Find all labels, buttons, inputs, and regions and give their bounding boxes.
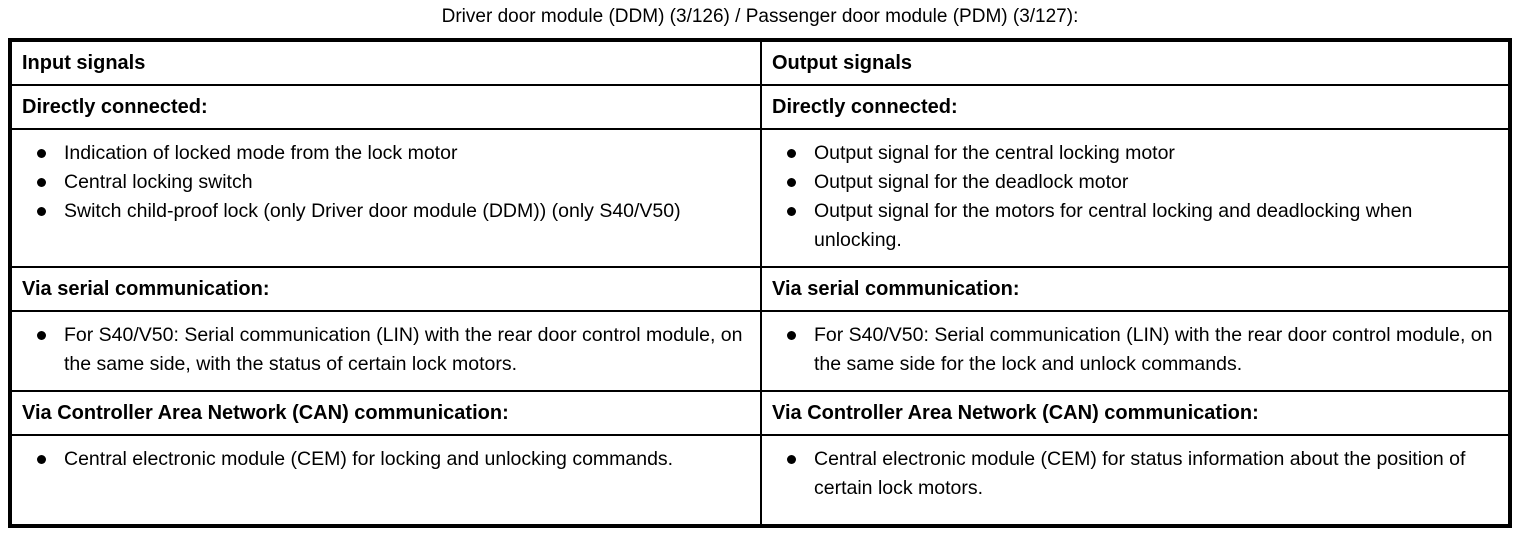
signals-table: Input signals Output signals Directly co… xyxy=(8,38,1512,528)
section-heading-row-serial: Via serial communication: Via serial com… xyxy=(12,268,1508,312)
bullet-icon xyxy=(37,178,46,187)
list-item-label: Output signal for the central locking mo… xyxy=(814,142,1175,164)
table-header-cell-output: Output signals xyxy=(760,42,1508,84)
list-item-label: For S40/V50: Serial communication (LIN) … xyxy=(64,324,743,375)
list-item: For S40/V50: Serial communication (LIN) … xyxy=(12,321,748,379)
bullet-icon xyxy=(787,149,796,158)
list-item-label: Central locking switch xyxy=(64,171,253,193)
list-item: For S40/V50: Serial communication (LIN) … xyxy=(762,321,1496,379)
section-content-cell-right-can: Central electronic module (CEM) for stat… xyxy=(760,436,1508,524)
section-content-row-directly-connected: Indication of locked mode from the lock … xyxy=(12,130,1508,268)
bullet-icon xyxy=(37,455,46,464)
list-item: Central locking switch xyxy=(12,168,748,197)
list-item: Central electronic module (CEM) for stat… xyxy=(762,445,1496,503)
bullet-list-right-serial: For S40/V50: Serial communication (LIN) … xyxy=(762,312,1508,390)
section-heading-cell-right-directly-connected: Directly connected: xyxy=(760,86,1508,128)
bullet-icon xyxy=(787,178,796,187)
section-heading-right-serial: Via serial communication: xyxy=(772,278,1020,300)
section-content-cell-right-directly-connected: Output signal for the central locking mo… xyxy=(760,130,1508,266)
table-header-cell-input: Input signals xyxy=(12,42,760,84)
list-item-label: Output signal for the deadlock motor xyxy=(814,171,1129,193)
column-header-input-signals: Input signals xyxy=(22,52,146,74)
list-item: Indication of locked mode from the lock … xyxy=(12,139,748,168)
section-heading-row-directly-connected: Directly connected: Directly connected: xyxy=(12,86,1508,130)
section-heading-cell-left-directly-connected: Directly connected: xyxy=(12,86,760,128)
list-item-label: Central electronic module (CEM) for lock… xyxy=(64,448,674,470)
list-item: Output signal for the deadlock motor xyxy=(762,168,1496,197)
section-content-cell-left-can: Central electronic module (CEM) for lock… xyxy=(12,436,760,524)
bullet-icon xyxy=(37,149,46,158)
bullet-list-left-serial: For S40/V50: Serial communication (LIN) … xyxy=(12,312,760,390)
bullet-list-left-can: Central electronic module (CEM) for lock… xyxy=(12,436,760,485)
page-title: Driver door module (DDM) (3/126) / Passe… xyxy=(441,6,1079,27)
list-item: Central electronic module (CEM) for lock… xyxy=(12,445,748,474)
list-item: Output signal for the motors for central… xyxy=(762,197,1496,255)
section-content-row-serial: For S40/V50: Serial communication (LIN) … xyxy=(12,312,1508,392)
bullet-list-right-directly-connected: Output signal for the central locking mo… xyxy=(762,130,1508,266)
section-heading-cell-right-serial: Via serial communication: xyxy=(760,268,1508,310)
list-item: Switch child-proof lock (only Driver doo… xyxy=(12,197,748,226)
bullet-list-left-directly-connected: Indication of locked mode from the lock … xyxy=(12,130,760,237)
section-heading-left-can: Via Controller Area Network (CAN) commun… xyxy=(22,402,509,424)
bullet-icon xyxy=(787,331,796,340)
section-heading-right-directly-connected: Directly connected: xyxy=(772,96,958,118)
table-header-row: Input signals Output signals xyxy=(12,42,1508,86)
section-heading-right-can: Via Controller Area Network (CAN) commun… xyxy=(772,402,1259,424)
section-heading-cell-right-can: Via Controller Area Network (CAN) commun… xyxy=(760,392,1508,434)
list-item-label: Indication of locked mode from the lock … xyxy=(64,142,458,164)
section-heading-left-serial: Via serial communication: xyxy=(22,278,270,300)
section-heading-row-can: Via Controller Area Network (CAN) commun… xyxy=(12,392,1508,436)
section-content-cell-right-serial: For S40/V50: Serial communication (LIN) … xyxy=(760,312,1508,390)
section-content-cell-left-directly-connected: Indication of locked mode from the lock … xyxy=(12,130,760,266)
list-item-label: Switch child-proof lock (only Driver doo… xyxy=(64,200,681,222)
section-heading-cell-left-serial: Via serial communication: xyxy=(12,268,760,310)
bullet-icon xyxy=(37,207,46,216)
section-content-cell-left-serial: For S40/V50: Serial communication (LIN) … xyxy=(12,312,760,390)
column-header-output-signals: Output signals xyxy=(772,52,912,74)
bullet-icon xyxy=(787,207,796,216)
list-item-label: Central electronic module (CEM) for stat… xyxy=(814,448,1466,499)
list-item-label: For S40/V50: Serial communication (LIN) … xyxy=(814,324,1493,375)
section-heading-left-directly-connected: Directly connected: xyxy=(22,96,208,118)
bullet-icon xyxy=(787,455,796,464)
bullet-list-right-can: Central electronic module (CEM) for stat… xyxy=(762,436,1508,514)
list-item-label: Output signal for the motors for central… xyxy=(814,200,1413,251)
section-content-row-can: Central electronic module (CEM) for lock… xyxy=(12,436,1508,524)
section-heading-cell-left-can: Via Controller Area Network (CAN) commun… xyxy=(12,392,760,434)
list-item: Output signal for the central locking mo… xyxy=(762,139,1496,168)
bullet-icon xyxy=(37,331,46,340)
